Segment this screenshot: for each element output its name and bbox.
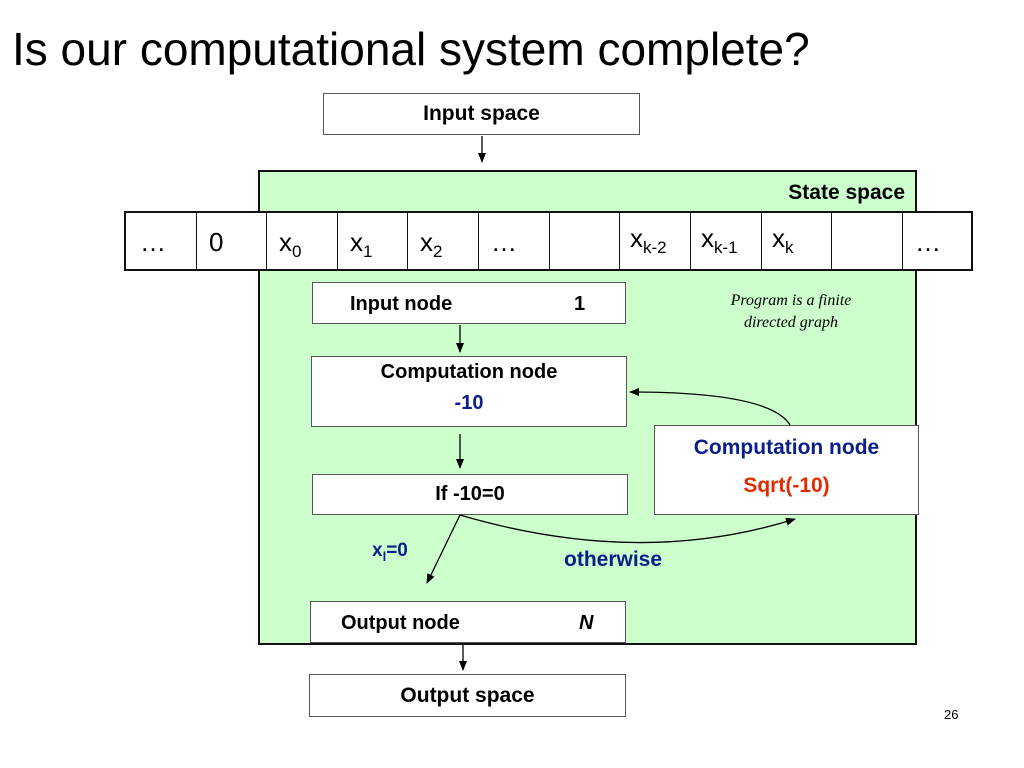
memory-tape: … 0 x0 x1 x2 … xk-2 xk-1 xk … xyxy=(124,211,973,271)
page-number: 26 xyxy=(944,707,959,722)
tape-cell-ellipsis-mid: … xyxy=(479,213,550,269)
computation-node-1: Computation node -10 xyxy=(311,356,627,427)
computation-node-2-label: Computation node xyxy=(693,436,880,459)
output-node: Output node N xyxy=(310,601,626,643)
tape-cell-xk-1: xk-1 xyxy=(691,213,762,269)
branch-label-otherwise: otherwise xyxy=(564,548,663,571)
arrow-comp2-to-comp1 xyxy=(629,388,791,426)
tape-cell-xk-2: xk-2 xyxy=(620,213,691,269)
slide-title: Is our computational system complete? xyxy=(12,23,810,75)
state-space-label: State space xyxy=(788,181,905,204)
output-space-label: Output space xyxy=(400,684,535,707)
computation-node-1-value: -10 xyxy=(454,392,484,414)
if-node: If -10=0 xyxy=(312,474,628,515)
computation-node-2: Computation node Sqrt(-10) xyxy=(654,425,919,515)
arrow-if-to-output xyxy=(426,514,461,584)
computation-node-1-label: Computation node xyxy=(380,361,558,383)
tape-cell-empty-2 xyxy=(832,213,903,269)
computation-node-2-value: Sqrt(-10) xyxy=(743,474,830,497)
program-note: Program is a finite directed graph xyxy=(706,290,876,334)
input-space-box: Input space xyxy=(323,93,640,135)
tape-cell-ellipsis-right: … xyxy=(915,227,941,257)
tape-cell-zero: 0 xyxy=(197,213,267,269)
output-node-label: Output node xyxy=(341,612,460,634)
input-node-value: 1 xyxy=(574,293,586,315)
tape-cell-ellipsis-left: … xyxy=(126,213,197,269)
program-note-line-2: directed graph xyxy=(743,314,839,331)
arrow-if-to-comp2 xyxy=(459,514,796,544)
output-space-box: Output space xyxy=(309,674,626,717)
input-space-label: Input space xyxy=(423,102,540,125)
program-note-line-1: Program is a finite xyxy=(730,292,852,309)
tape-cell-x2: x2 xyxy=(408,213,479,269)
input-node-label: Input node xyxy=(350,293,453,315)
tape-cell-xk: xk xyxy=(762,213,832,269)
if-node-label: If -10=0 xyxy=(435,483,505,505)
tape-cell-empty-1 xyxy=(550,213,620,269)
tape-cell-x1: x1 xyxy=(338,213,408,269)
branch-label-true: xl=0 xyxy=(372,540,408,564)
input-node: Input node 1 xyxy=(312,282,626,324)
tape-cell-x0: x0 xyxy=(267,213,338,269)
output-node-value: N xyxy=(579,612,594,634)
